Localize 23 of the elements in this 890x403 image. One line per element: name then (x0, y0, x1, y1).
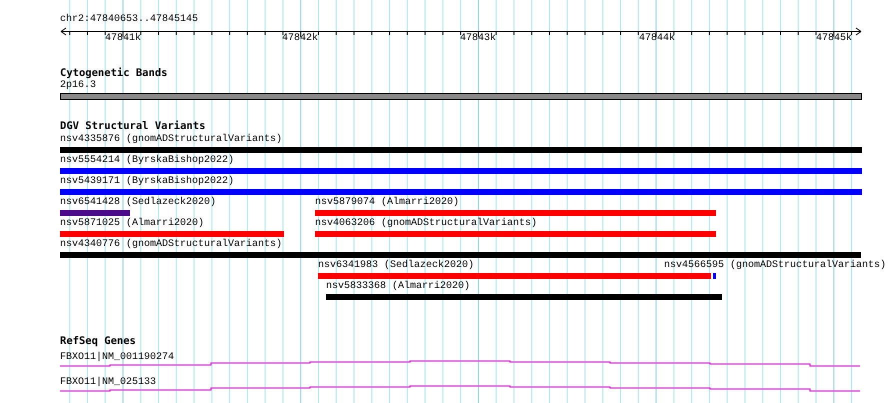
tick-label: 47843k (460, 33, 496, 45)
variant-label: nsv4335876 (gnomADStructuralVariants) (60, 134, 282, 146)
variant-label: nsv5833368 (Almarri2020) (326, 281, 470, 293)
variant-label: nsv5439171 (ByrskaBishop2022) (60, 176, 234, 188)
variant-label: nsv5879074 (Almarri2020) (315, 197, 460, 209)
track-title: DGV Structural Variants (60, 120, 206, 132)
variant-label: nsv4566595 (gnomADStructuralVariants) (664, 260, 886, 272)
tick-label: 47841k (105, 33, 141, 45)
band-label: 2p16.3 (60, 80, 96, 92)
tick-label: 47844k (639, 33, 675, 45)
variant-label: nsv6541428 (Sedlazeck2020) (60, 197, 216, 209)
variant-label: nsv4340776 (gnomADStructuralVariants) (60, 239, 282, 251)
tick-label: 47845k (816, 33, 852, 45)
locus-label: chr2:47840653..47845145 (60, 14, 198, 26)
variant-label: nsv4063206 (gnomADStructuralVariants) (315, 218, 538, 230)
gene-label: FBXO11|NM_025133 (60, 377, 156, 389)
variant-label: nsv5871025 (Almarri2020) (60, 218, 204, 230)
variant-label: nsv6341983 (Sedlazeck2020) (318, 260, 474, 272)
variant-label: nsv5554214 (ByrskaBishop2022) (60, 155, 234, 167)
track-title: Cytogenetic Bands (60, 67, 168, 79)
gene-label: FBXO11|NM_001190274 (60, 352, 174, 364)
track-title: RefSeq Genes (60, 335, 136, 347)
tick-label: 47842k (282, 33, 318, 45)
